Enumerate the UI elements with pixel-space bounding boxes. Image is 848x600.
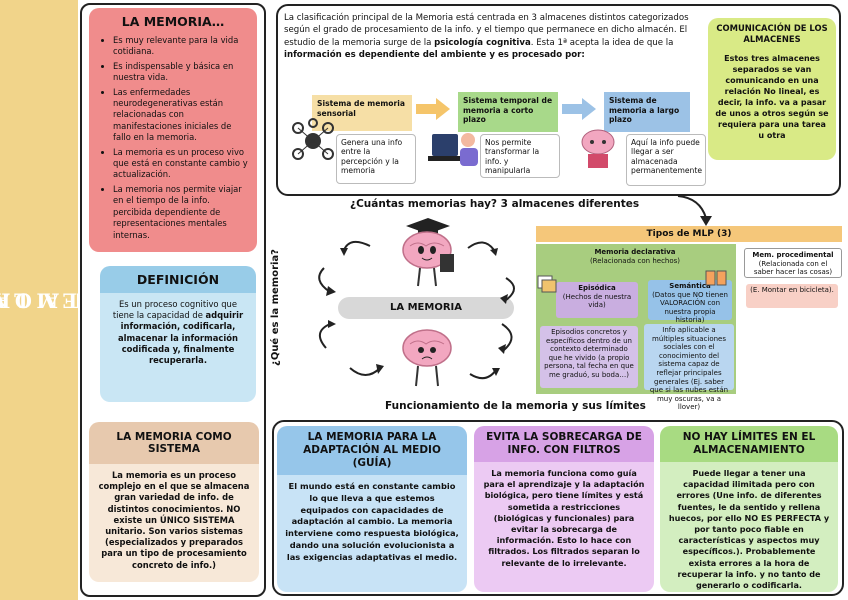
comunicacion-text: Estos tres almacenes separados se van co…: [715, 54, 829, 140]
intro-text-a: La clasificación principal de la Memoria…: [284, 13, 689, 36]
mlp-episodica-node: Episódica (Hechos de nuestra vida): [556, 282, 638, 318]
adaptacion-card: LA MEMORIA PARA LA ADAPTACIÓN AL MEDIO (…: [277, 426, 467, 592]
definicion-text-a: Es un proceso cognitivo que tiene la cap…: [112, 299, 237, 321]
memoria-item: La memoria nos permite viajar en el tiem…: [113, 184, 249, 241]
title-band: [0, 0, 78, 600]
intro-text-d: información es dependiente del ambiente …: [284, 50, 585, 61]
declarativa-title: Memoria declarativa: [594, 248, 676, 256]
stage-arrow-1: [416, 98, 450, 120]
adaptacion-text: El mundo está en constante cambio lo que…: [285, 481, 459, 562]
sistema-text: La memoria es un proceso complejo en el …: [98, 470, 250, 570]
memoria-item: La memoria es un proceso vivo que está e…: [113, 147, 249, 181]
almacenamiento-card: NO HAY LÍMITES EN EL ALMACENAMIENTO Pued…: [660, 426, 838, 592]
intro-text-c: . Esta 1ª acepta la idea de que la: [530, 37, 674, 48]
bottom-frame: [272, 420, 844, 596]
mlp-semantica-note: Info aplicable a múltiples situaciones s…: [644, 324, 734, 411]
photos-icon: [537, 275, 557, 293]
declarativa-sub: (Relacionada con hechos): [589, 256, 681, 265]
memoria-list: Es muy relevante para la vida cotidiana.…: [97, 35, 249, 241]
intro-panel: [276, 4, 841, 196]
memoria-item: Las enfermedades neurodegenerativas está…: [113, 87, 249, 144]
adaptacion-title: LA MEMORIA PARA LA ADAPTACIÓN AL MEDIO (…: [277, 426, 467, 475]
memoria-item: Es muy relevante para la vida cotidiana.: [113, 35, 249, 58]
stage-corto-note: Nos permite transformar la info. y manip…: [480, 134, 560, 178]
stage-sensorial: Sistema de memoria sensorial: [312, 95, 412, 131]
procedimental-title: Mem. procedimental: [752, 251, 834, 259]
mlp-declarativa-title: Memoria declarativa (Relacionada con hec…: [560, 246, 710, 267]
sistema-card: LA MEMORIA COMO SISTEMA La memoria es un…: [89, 422, 259, 582]
sobrecarga-text: La memoria funciona como guía para el ap…: [483, 468, 645, 568]
laptop-person-icon: [428, 133, 478, 166]
intro-text-bold: psicología cognitiva: [434, 37, 531, 48]
intro-text-b: El estudio de la memoria surge de la: [284, 25, 688, 48]
comunicacion-title: COMUNICACIÓN DE LOS ALMACENES: [716, 23, 828, 44]
que-es-text: ¿Qué es la memoria?: [269, 248, 281, 366]
definicion-title: DEFINICIÓN: [100, 266, 256, 293]
curly-arrows: [318, 240, 515, 380]
memoria-item: Es indispensable y básica en nuestra vid…: [113, 61, 249, 84]
mlp-semantica-node: Semántica (Datos que NO tienen VALORACIÓ…: [648, 280, 732, 324]
sobrecarga-card: EVITA LA SOBRECARGA DE INFO. CON FILTROS…: [474, 426, 654, 592]
memoria-card: LA MEMORIA… Es muy relevante para la vid…: [89, 8, 257, 252]
stage-largo-note: Aquí la info puede llegar a ser almacena…: [626, 134, 706, 186]
mlp-procedimental-node: Mem. procedimental (Relacionada con el s…: [744, 248, 842, 278]
stage-arrow-2: [562, 98, 596, 120]
book-icon: [705, 270, 727, 286]
sistema-title: LA MEMORIA COMO SISTEMA: [89, 422, 259, 464]
stage-sensorial-note: Genera una info entre la percepción y la…: [336, 134, 416, 184]
senses-icon: [292, 118, 334, 160]
sad-brain-icon: [402, 329, 452, 387]
procedimental-sub: (Relacionada con el saber hacer las cosa…: [753, 259, 833, 277]
stage-corto-plazo: Sistema temporal de memoria a corto plaz…: [458, 92, 558, 132]
stage-largo-plazo: Sistema de memoria a largo plazo: [604, 92, 690, 132]
left-column-frame: [80, 3, 266, 597]
mlp-procedimental-note: (E. Montar en bicicleta).: [746, 284, 838, 308]
sobrecarga-title: EVITA LA SOBRECARGA DE INFO. CON FILTROS: [474, 426, 654, 462]
mlp-episodica-note: Episodios concretos y específicos dentro…: [540, 326, 638, 388]
definicion-card: DEFINICIÓN Es un proceso cognitivo que t…: [100, 266, 256, 402]
comunicacion-card: COMUNICACIÓN DE LOS ALMACENES Estos tres…: [708, 18, 836, 160]
memoria-card-title: LA MEMORIA…: [121, 14, 225, 29]
cuantas-heading: ¿Cuántas memorias hay? 3 almacenes difer…: [350, 198, 640, 210]
episodica-title: Episódica: [578, 284, 616, 292]
almacenamiento-text: Puede llegar a tener una capacidad ilimi…: [668, 468, 830, 591]
brain-character-icon: [581, 129, 615, 168]
almacenamiento-title: NO HAY LÍMITES EN EL ALMACENAMIENTO: [660, 426, 838, 462]
semantica-title: Semántica: [669, 282, 711, 290]
funcionamiento-heading: Funcionamiento de la memoria y sus límit…: [385, 400, 646, 412]
center-label-pill: LA MEMORIA: [338, 297, 514, 319]
vertical-title: INTRODUCCIÓN A LA PSICOLOGÍA DELA MEMORI…: [0, 0, 307, 600]
definicion-text: Es un proceso cognitivo que tiene la cap…: [100, 293, 256, 372]
mlp-header: Tipos de MLP (3): [536, 226, 842, 242]
que-es-label: ¿Qué es la memoria?: [263, 232, 287, 382]
intro-text: La clasificación principal de la Memoria…: [284, 12, 704, 62]
connector-arrow: [677, 195, 712, 226]
happy-brain-icon: [402, 218, 454, 287]
definicion-text-b: adquirir información, codificarla, almac…: [118, 310, 244, 366]
semantica-sub: (Datos que NO tienen VALORACIÓN con nues…: [652, 290, 728, 325]
episodica-sub: (Hechos de nuestra vida): [562, 292, 632, 310]
